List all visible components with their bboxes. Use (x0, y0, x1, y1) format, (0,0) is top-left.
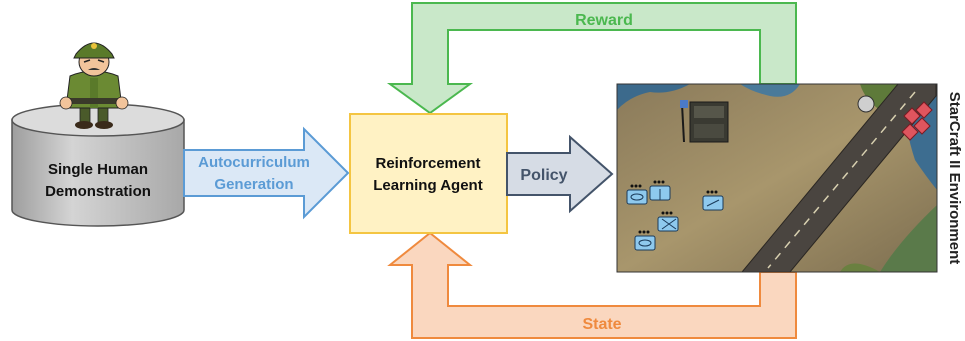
policy-arrow (506, 134, 614, 214)
state-arrow (387, 231, 797, 339)
starcraft-map-scene (616, 83, 938, 273)
demonstration-label-line2: Demonstration (45, 183, 151, 200)
agent-box (349, 113, 508, 234)
agent-label-line2: Learning Agent (373, 177, 482, 194)
reward-label: Reward (575, 12, 633, 29)
environment-label: StarCraft II Environment (946, 92, 963, 265)
autocurriculum-label-line1: Autocurriculum (198, 154, 310, 171)
reward-arrow (386, 2, 797, 115)
policy-label: Policy (520, 167, 567, 184)
soldier-icon (59, 42, 129, 129)
autocurriculum-label-line2: Generation (214, 176, 293, 193)
demonstration-label-line1: Single Human (48, 161, 148, 178)
state-label: State (582, 316, 621, 333)
agent-label-line1: Reinforcement (375, 155, 480, 172)
autocurriculum-arrow (183, 126, 350, 220)
